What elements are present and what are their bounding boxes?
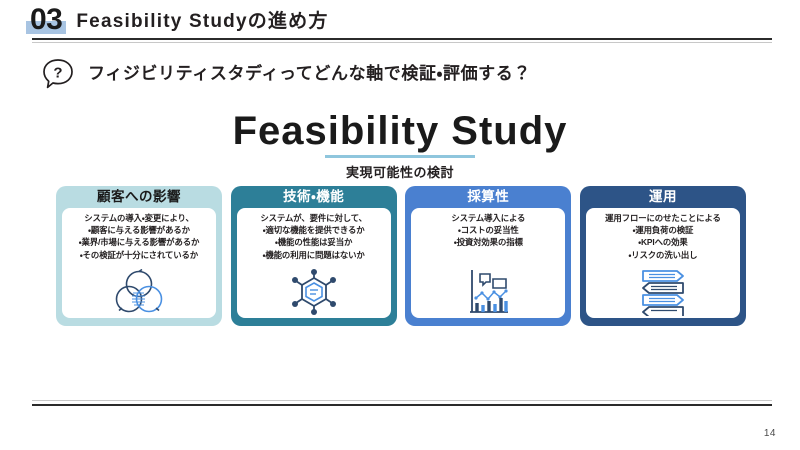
card-body: システム導入による ・コストの妥当性 ・投資対効果の指標	[451, 213, 526, 248]
criteria-card-operation[interactable]: 運用 運用フローにのせたことによる ・運用負荷の検証 ・KPIへの効果 ・リスク…	[579, 186, 746, 326]
card-body: システムが、要件に対して、 ・適切な機能を提供できるか ・機能の性能は妥当か ・…	[260, 213, 367, 260]
page-title: Feasibility Studyの進め方	[76, 11, 329, 32]
card-inner: 運用フローにのせたことによる ・運用負荷の検証 ・KPIへの効果 ・リスクの洗い…	[585, 208, 740, 318]
svg-text:?: ?	[53, 65, 62, 82]
header-divider-thin-line	[32, 42, 772, 43]
criteria-card-list: 顧客への影響 システムの導入・変更により、 ・顧客に与える影響があるか ・業界/…	[56, 186, 746, 326]
question-row: ? フィジビリティスタディってどんな軸で検証・評価する？	[40, 56, 531, 92]
card-title: 採算性	[467, 189, 510, 204]
venn-diagram-icon	[110, 268, 168, 316]
card-inner: システム導入による ・コストの妥当性 ・投資対効果の指標	[411, 208, 566, 318]
tech-network-hexagon-icon	[286, 268, 342, 316]
hero-title: Feasibility Study	[232, 109, 568, 153]
footer-divider-thin-line	[32, 400, 772, 401]
header-divider	[32, 38, 772, 43]
criteria-card-technology-function[interactable]: 技術・機能 システムが、要件に対して、 ・適切な機能を提供できるか ・機能の性能…	[230, 186, 397, 326]
card-title: 顧客への影響	[97, 189, 181, 204]
question-text: フィジビリティスタディってどんな軸で検証・評価する？	[88, 64, 531, 83]
section-number-badge: 03	[26, 3, 67, 36]
hero-title-block: Feasibility Study 実現可能性の検討	[0, 108, 800, 181]
criteria-card-profitability[interactable]: 採算性 システム導入による ・コストの妥当性 ・投資対効果の指標	[405, 186, 572, 326]
process-flow-arrows-icon	[635, 268, 691, 316]
slide-header: 03 Feasibility Studyの進め方	[26, 2, 329, 36]
card-body: システムの導入・変更により、 ・顧客に与える影響があるか ・業界/市場に与える影…	[78, 213, 200, 260]
card-inner: システムの導入・変更により、 ・顧客に与える影響があるか ・業界/市場に与える影…	[62, 208, 216, 318]
card-title: 技術・機能	[283, 189, 345, 204]
footer-divider	[32, 400, 772, 406]
card-inner: システムが、要件に対して、 ・適切な機能を提供できるか ・機能の性能は妥当か ・…	[236, 208, 391, 318]
header-divider-thick-line	[32, 38, 772, 40]
section-number-highlight	[26, 21, 67, 34]
footer-divider-thick-line	[32, 404, 772, 406]
page-number: 14	[763, 428, 776, 439]
hero-subtitle: 実現可能性の検討	[345, 165, 454, 180]
criteria-card-customer-impact[interactable]: 顧客への影響 システムの導入・変更により、 ・顧客に与える影響があるか ・業界/…	[56, 186, 222, 326]
hero-title-underline	[325, 155, 475, 158]
card-title: 運用	[648, 189, 677, 204]
bar-chart-analytics-icon	[460, 268, 516, 316]
question-bubble-icon: ?	[40, 56, 76, 92]
section-number-text: 03	[30, 3, 63, 36]
card-body: 運用フローにのせたことによる ・運用負荷の検証 ・KPIへの効果 ・リスクの洗い…	[605, 213, 721, 260]
